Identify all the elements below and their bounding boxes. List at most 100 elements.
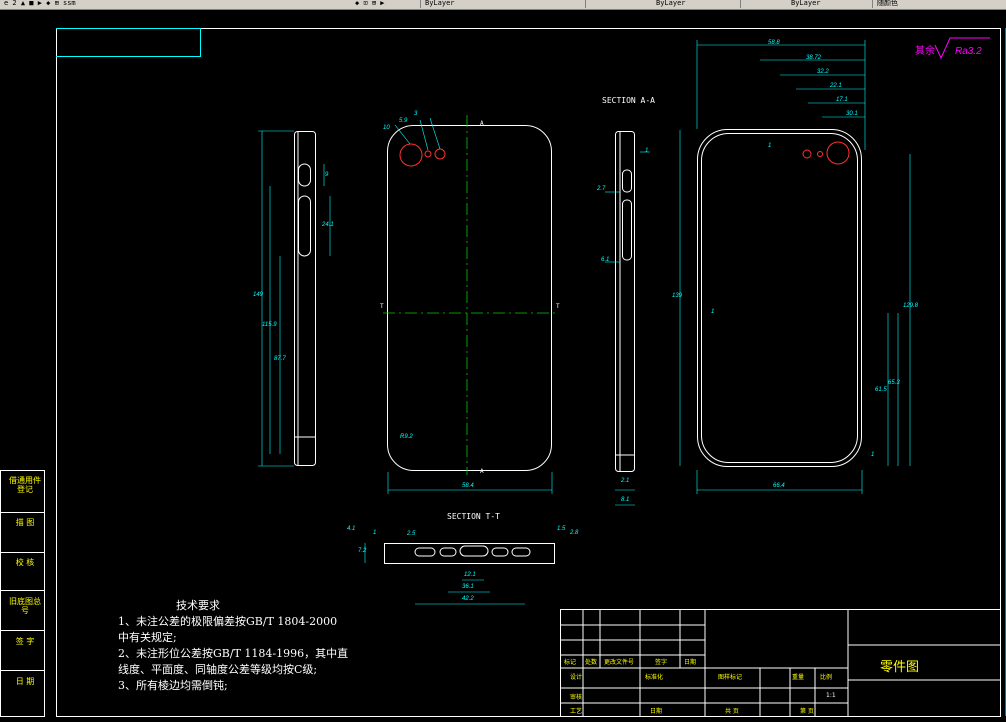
tb-cell: 日期: [684, 659, 697, 666]
dim-label: 32.2: [817, 69, 829, 75]
plotstyle-dropdown[interactable]: 随颜色: [872, 0, 937, 8]
dim-label: 2.5: [407, 531, 416, 537]
projection-box: [56, 28, 201, 57]
roughness-value: Ra3.2: [955, 46, 982, 57]
dim-label: R9.2: [400, 434, 413, 440]
dim-label: 30.1: [846, 111, 858, 117]
section-tt-dims: [364, 543, 525, 605]
dim-label: 7.2: [358, 548, 367, 554]
marker-a-bottom: A: [480, 468, 484, 475]
drawing-frame: [0, 28, 1001, 717]
dim-label: 139: [672, 293, 683, 299]
dim-label: 2.1: [621, 478, 630, 484]
tb-cell: 图样标记: [718, 674, 743, 681]
tb-cell: 比例: [820, 674, 833, 681]
dim-label: 1: [871, 452, 875, 458]
tb-cell: 第 页: [800, 708, 814, 715]
dim-label: 8.1: [621, 497, 630, 503]
dim-label: 42.2: [462, 596, 474, 602]
dim-label: 3: [414, 111, 418, 117]
dim-label: 58.4: [462, 483, 474, 489]
dim-label: 129.8: [903, 303, 919, 309]
section-tt-label: SECTION T-T: [447, 512, 500, 521]
dim-label: 2.7: [597, 186, 606, 192]
toolbar-icons-left[interactable]: e 2 ▲ ■ ▶ ◆ ⊞ ssm: [4, 0, 76, 7]
side-label-tracing: 描 图: [15, 518, 35, 527]
front-view: [387, 125, 552, 471]
linetype-dropdown[interactable]: ByLayer: [585, 0, 735, 8]
tech-note-line: 线度、平面度、同轴度公差等级均按C级;: [118, 663, 318, 676]
dim-label: 1.5: [557, 526, 566, 532]
front-view-dims: [387, 117, 553, 494]
dim-label: 87.7: [274, 356, 286, 362]
side-label-signature: 签 字: [15, 637, 35, 646]
dim-label: 115.9: [262, 322, 277, 328]
front-view-centerlines: [383, 115, 557, 475]
tb-cell: 标记: [564, 659, 577, 666]
dim-label: 149: [253, 292, 264, 298]
dim-label: 24.1: [322, 222, 334, 228]
tech-note-line: 中有关规定;: [118, 631, 177, 644]
lineweight-dropdown[interactable]: ByLayer: [740, 0, 865, 8]
marker-t-left: T: [380, 303, 384, 310]
cad-toolbar: e 2 ▲ ■ ▶ ◆ ⊞ ssm ◆ ⊡ ⊞ ▶ ByLayer ByLaye…: [0, 0, 1006, 10]
dim-label: 1: [711, 309, 715, 315]
roughness-prefix: 其余: [915, 46, 935, 57]
tb-cell: 重量: [792, 674, 805, 681]
back-view-holes: [802, 141, 850, 165]
technical-requirements: 技术要求 1、未注公差的极限偏差按GB/T 1804-2000 中有关规定; 2…: [118, 598, 378, 694]
back-view-dims: [679, 40, 911, 494]
tb-cell: 更改文件号: [604, 659, 635, 666]
tb-cell: 工艺: [570, 708, 583, 715]
side-label-date: 日 期: [15, 677, 35, 686]
side-label-old-number: 旧底图总号: [9, 597, 41, 615]
marker-t-right: T: [556, 303, 560, 310]
tech-note-line: 2、未注形位公差按GB/T 1184-1996，其中直: [118, 647, 349, 660]
tb-cell: 设计: [570, 674, 583, 681]
front-view-holes: [399, 143, 446, 167]
dim-label: 4.1: [347, 526, 356, 532]
section-aa-dims: [605, 151, 650, 506]
tech-note-line: 1、未注公差的极限偏差按GB/T 1804-2000: [118, 615, 338, 628]
roughness-symbol: [934, 37, 990, 60]
side-view: [294, 131, 316, 466]
tb-cell: 处数: [585, 659, 598, 666]
dim-label: 36.1: [462, 584, 474, 590]
tb-cell: 审核: [570, 694, 583, 701]
dim-label: 9: [325, 172, 329, 178]
side-label-check: 校 核: [15, 558, 35, 567]
section-aa: [615, 131, 635, 472]
dim-label: 61.5: [875, 387, 887, 393]
tb-cell: 日期: [650, 708, 663, 715]
dim-label: 66.4: [773, 483, 785, 489]
tech-notes-title: 技术要求: [176, 599, 220, 612]
part-name: 零件图: [880, 660, 920, 675]
dim-label: 6.1: [601, 257, 610, 263]
dim-label: 1: [373, 530, 377, 536]
dim-label: 12.1: [464, 572, 476, 578]
dim-label: 1: [768, 143, 772, 149]
dim-label: 65.3: [888, 380, 900, 386]
section-aa-label: SECTION A-A: [602, 96, 655, 105]
dim-label: 17.1: [836, 97, 848, 103]
dim-label: 10: [383, 125, 390, 131]
drawing-canvas[interactable]: [0, 10, 1006, 722]
tb-cell: 共 页: [725, 708, 739, 715]
dim-label: 38.72: [806, 55, 822, 61]
dim-label: 58.8: [768, 40, 780, 46]
dim-label: 5.9: [399, 118, 408, 124]
dim-label: 22.1: [830, 83, 842, 89]
dim-label: 1: [645, 148, 649, 154]
marker-a-top: A: [480, 120, 484, 127]
tb-cell: 标准化: [645, 674, 664, 681]
title-block: [560, 609, 1001, 717]
tech-note-line: 3、所有棱边均需倒钝;: [118, 679, 228, 692]
section-tt: [384, 543, 555, 564]
back-view: [697, 129, 862, 467]
side-view-dims: [258, 130, 331, 467]
toolbar-icons-mid[interactable]: ◆ ⊡ ⊞ ▶: [355, 0, 385, 7]
tb-cell: 签字: [655, 659, 668, 666]
layer-dropdown[interactable]: ByLayer: [420, 0, 575, 8]
side-label-register: 借通用件登记: [9, 476, 41, 494]
dim-label: 2.8: [570, 530, 579, 536]
